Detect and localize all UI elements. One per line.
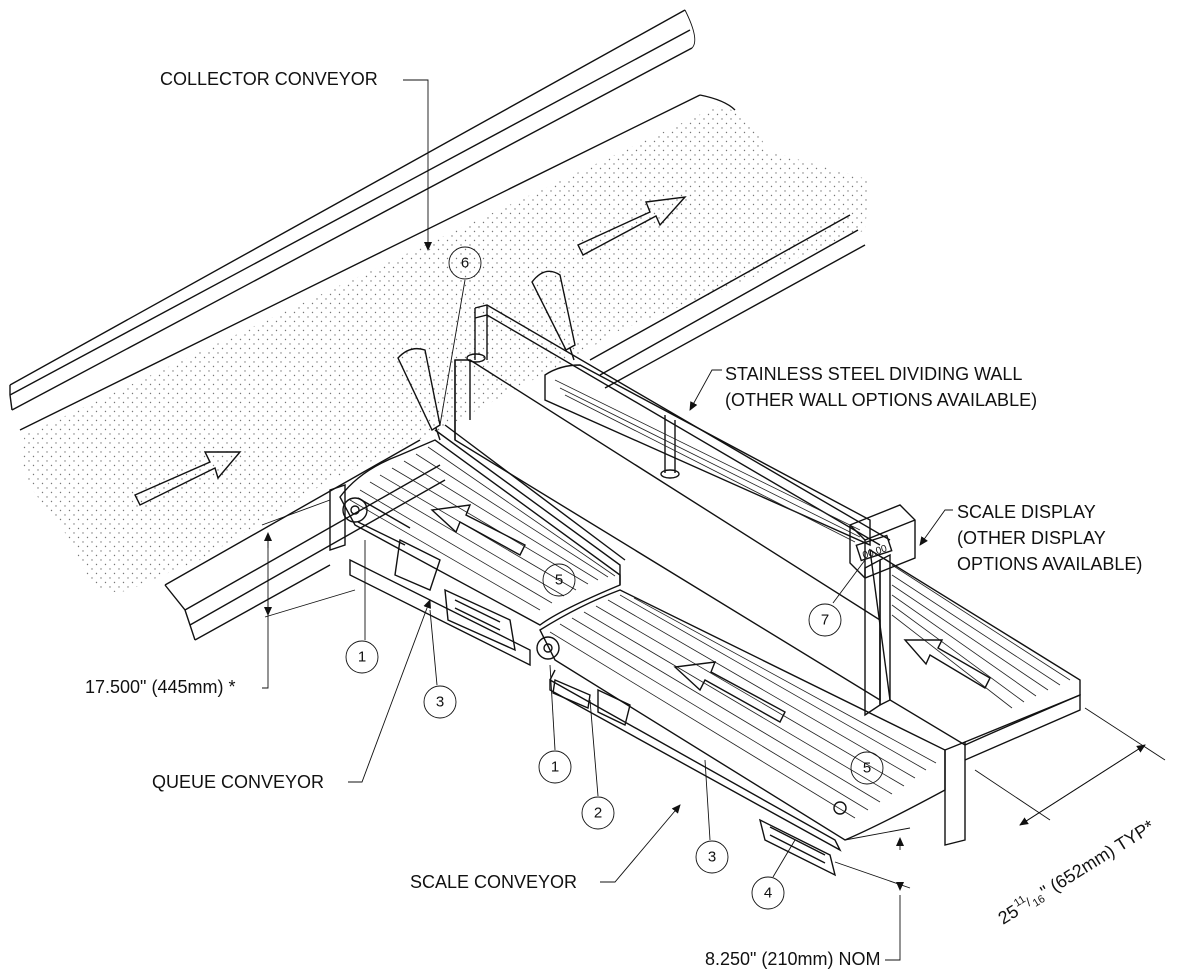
wall-label-line1: STAINLESS STEEL DIVIDING WALL xyxy=(725,364,1022,384)
wall-label-line2: (OTHER WALL OPTIONS AVAILABLE) xyxy=(725,390,1037,410)
callout-7: 7 xyxy=(808,559,866,637)
width-dim-rest: " (652mm) TYP* xyxy=(1037,816,1158,902)
queue-belt-slats xyxy=(349,446,616,611)
callout-1b: 1 xyxy=(538,664,572,784)
callout-1a: 1 xyxy=(345,540,379,674)
queue-conveyor-label: QUEUE CONVEYOR xyxy=(152,772,324,792)
callout-5a: 5 xyxy=(542,563,576,597)
scale-conveyor-label: SCALE CONVEYOR xyxy=(410,872,577,892)
svg-text:7: 7 xyxy=(821,612,829,629)
collector-leader xyxy=(403,79,432,251)
collector-conveyor xyxy=(9,9,870,641)
scale-flow-arrow xyxy=(673,661,786,723)
collector-front-rail xyxy=(164,214,866,641)
scale-lever xyxy=(531,270,576,361)
callout-2: 2 xyxy=(581,699,615,830)
display-label-line2: (OTHER DISPLAY xyxy=(957,528,1106,548)
svg-text:4: 4 xyxy=(764,885,772,902)
scale-height-dim: 8.250" (210mm) NOM xyxy=(705,949,880,969)
svg-text:3: 3 xyxy=(436,694,444,711)
collector-back-rail xyxy=(9,9,736,431)
scale-belt-slats xyxy=(549,594,937,819)
svg-text:6: 6 xyxy=(461,255,469,272)
callout-6: 6 xyxy=(439,246,482,426)
svg-text:5: 5 xyxy=(863,760,871,777)
callout-5b: 5 xyxy=(850,751,884,785)
collector-belt-surface xyxy=(22,105,870,592)
width-dim: 25 11 / 16 " (652mm) TYP* xyxy=(974,707,1166,928)
collector-flow-arrow xyxy=(134,451,242,506)
queue-height-dim-lines xyxy=(261,499,356,689)
callout-4: 4 xyxy=(751,839,796,910)
svg-text:2: 2 xyxy=(594,805,602,822)
svg-text:3: 3 xyxy=(708,849,716,866)
display-leader xyxy=(919,509,953,546)
queue-leader xyxy=(348,599,431,783)
right-flow-arrow xyxy=(903,639,991,689)
display-label-line1: SCALE DISPLAY xyxy=(957,502,1096,522)
width-dim-frac-num: 11 xyxy=(1012,893,1028,909)
queue-height-dim: 17.500" (445mm) * xyxy=(85,677,235,697)
scale-conveyor xyxy=(536,589,946,877)
scale-height-dim-lines xyxy=(834,827,911,961)
wall-leader xyxy=(689,369,722,411)
queue-flow-arrow xyxy=(430,504,526,556)
width-dim-frac-slash: / xyxy=(1023,895,1034,909)
svg-text:5: 5 xyxy=(555,572,563,589)
svg-text:1: 1 xyxy=(551,759,559,776)
collector-flow-arrow xyxy=(577,196,687,256)
svg-text:1: 1 xyxy=(358,649,366,666)
callout-3b: 3 xyxy=(695,759,729,874)
display-label-line3: OPTIONS AVAILABLE) xyxy=(957,554,1142,574)
queue-conveyor xyxy=(329,424,626,667)
width-dim-frac-den: 16 xyxy=(1031,893,1048,910)
queue-lever xyxy=(397,347,441,441)
upper-belt xyxy=(544,364,871,547)
callout-3a: 3 xyxy=(423,609,457,719)
right-belt xyxy=(869,548,1081,846)
scale-leader xyxy=(600,804,681,883)
collector-conveyor-label: COLLECTOR CONVEYOR xyxy=(160,69,378,89)
